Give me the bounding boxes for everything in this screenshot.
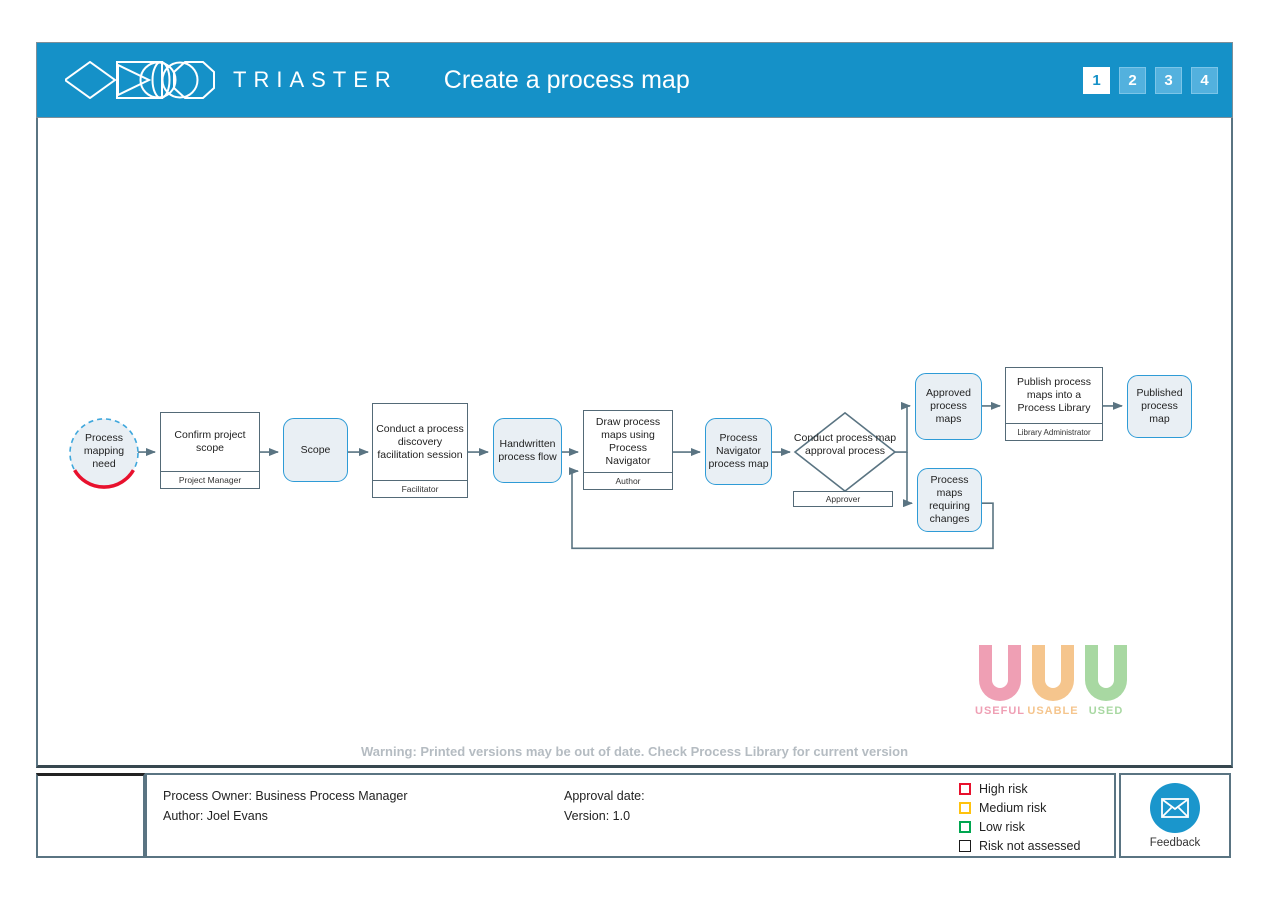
usable-u-icon: [1032, 645, 1074, 701]
legend-label: Risk not assessed: [979, 838, 1081, 853]
uuu-logos: USEFUL USABLE USED: [975, 645, 1128, 717]
page-button-4[interactable]: 4: [1191, 66, 1218, 94]
node-process-mapping-need: Process mapping need: [83, 432, 125, 470]
node-label: Published process map: [1136, 387, 1183, 425]
flow-connectors: [69, 401, 1123, 550]
footer-empty-cell: [36, 773, 145, 858]
feedback-circle[interactable]: [1150, 782, 1200, 833]
footer-info-cell: Process Owner: Business Process Manager …: [145, 773, 1116, 858]
approval-version-block: Approval date: Version: 1.0: [564, 786, 645, 826]
node-decision-label: Conduct process map approval process: [793, 432, 897, 457]
stale-print-warning: Warning: Printed versions may be out of …: [360, 744, 909, 759]
node-label: Conduct a process discovery facilitation…: [376, 422, 464, 461]
medium-risk-swatch-icon: [959, 801, 971, 814]
legend-row-high: High risk: [959, 779, 1080, 798]
page-button-2[interactable]: 2: [1119, 66, 1146, 94]
legend-label: Low risk: [979, 819, 1025, 834]
used-label: USED: [1088, 705, 1124, 717]
useful-logo: USEFUL: [975, 645, 1025, 717]
node-label: Handwritten process flow: [498, 437, 557, 463]
node-label: Scope: [300, 443, 331, 456]
feedback-label: Feedback: [1149, 836, 1201, 849]
feedback-button[interactable]: Feedback: [1119, 773, 1231, 858]
page-button-3[interactable]: 3: [1155, 66, 1182, 94]
node-draw-process-maps: Draw process maps using Process Navigato…: [583, 410, 673, 490]
used-u-icon: [1085, 645, 1127, 701]
used-logo: USED: [1084, 645, 1128, 717]
low-risk-swatch-icon: [959, 820, 971, 833]
start-circle-shape: [69, 418, 139, 488]
decision-diamond-shape: [793, 411, 897, 493]
node-role: Facilitator: [373, 480, 467, 497]
node-label: Draw process maps using Process Navigato…: [595, 415, 661, 467]
author-text: Author: Joel Evans: [163, 809, 268, 823]
node-decision-role: Approver: [793, 491, 893, 507]
legend-row-medium: Medium risk: [959, 798, 1080, 817]
page-title: Create a process map: [443, 65, 690, 94]
node-scope: Scope: [283, 418, 348, 482]
page-button-1[interactable]: 1: [1083, 66, 1110, 94]
risk-legend: High risk Medium risk Low risk Risk not …: [959, 779, 1080, 855]
node-label: Confirm project scope: [174, 429, 246, 454]
envelope-icon: [1161, 797, 1189, 818]
legend-label: High risk: [979, 781, 1028, 796]
node-label: Process Navigator process map: [708, 432, 769, 470]
node-role: Library Administrator: [1006, 423, 1102, 440]
node-label: Approved process maps: [926, 387, 971, 425]
node-handwritten-process-flow: Handwritten process flow: [493, 418, 562, 483]
triaster-logo-icon: [65, 61, 215, 99]
owner-author-block: Process Owner: Business Process Manager …: [163, 786, 408, 826]
usable-label: USABLE: [1027, 705, 1079, 717]
node-confirm-project-scope: Confirm project scope Project Manager: [160, 412, 260, 489]
high-risk-swatch-icon: [959, 782, 971, 795]
diagram-area: Process mapping need Confirm project sco…: [36, 118, 1233, 768]
node-published-process-map: Published process map: [1127, 375, 1192, 438]
legend-row-low: Low risk: [959, 817, 1080, 836]
node-maps-requiring-changes: Process maps requiring changes: [917, 468, 982, 532]
node-process-navigator-map: Process Navigator process map: [705, 418, 772, 485]
legend-label: Medium risk: [979, 800, 1047, 815]
node-label: Process maps requiring changes: [929, 474, 970, 525]
useful-label: USEFUL: [975, 705, 1025, 717]
header-bar: TRIASTER Create a process map 1 2 3 4: [36, 42, 1233, 118]
useful-u-icon: [979, 645, 1021, 701]
start-circle-risk-arc: [73, 469, 135, 489]
node-role: Author: [584, 472, 672, 489]
node-role: Project Manager: [161, 471, 259, 488]
brand-name: TRIASTER: [233, 67, 398, 92]
approval-date-text: Approval date:: [564, 789, 645, 803]
node-publish-process-maps: Publish process maps into a Process Libr…: [1005, 367, 1103, 441]
version-text: Version: 1.0: [564, 809, 631, 823]
node-approved-process-maps: Approved process maps: [915, 373, 982, 440]
node-label: Publish process maps into a Process Libr…: [1016, 376, 1092, 414]
usable-logo: USABLE: [1027, 645, 1078, 717]
page-nav: 1 2 3 4: [1083, 66, 1218, 94]
process-owner-text: Process Owner: Business Process Manager: [163, 789, 408, 803]
legend-row-not-assessed: Risk not assessed: [959, 836, 1080, 855]
node-discovery-session: Conduct a process discovery facilitation…: [372, 403, 468, 498]
not-assessed-swatch-icon: [959, 839, 971, 852]
